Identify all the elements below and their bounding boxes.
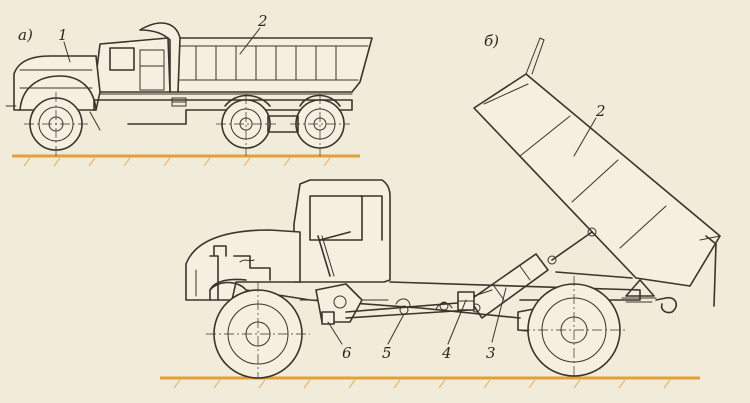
callout-1-a: 1 bbox=[58, 26, 68, 44]
leader-4-b bbox=[447, 299, 467, 345]
view-a-label: а) bbox=[18, 26, 33, 44]
leader-6-b bbox=[327, 321, 343, 345]
dump-body-raised bbox=[473, 37, 721, 314]
power-take-off bbox=[315, 283, 363, 325]
cardan-shaft bbox=[345, 298, 471, 319]
cab-b bbox=[293, 179, 391, 283]
front-wheel-b bbox=[206, 282, 310, 379]
leader-2-a bbox=[239, 27, 261, 55]
callout-5-b: 5 bbox=[382, 344, 392, 362]
leader-5-b bbox=[387, 313, 405, 345]
callout-3-b: 3 bbox=[486, 344, 496, 362]
lift-linkage bbox=[547, 227, 633, 279]
front-wheel-a bbox=[24, 92, 88, 156]
ground-hatch-b bbox=[173, 379, 671, 389]
leader-2-b bbox=[573, 117, 597, 157]
ground-hatch-a bbox=[23, 157, 331, 167]
callout-2-a: 2 bbox=[257, 12, 268, 30]
hood-engine-b bbox=[185, 229, 301, 301]
bogie-a bbox=[267, 115, 299, 133]
leader-1-a bbox=[63, 41, 71, 63]
view-b-label: б) bbox=[484, 32, 499, 50]
view-b-dump-truck: б) 2 3 4 5 6 bbox=[160, 32, 721, 389]
callout-2-b: 2 bbox=[595, 102, 606, 120]
rear-wheel-a-2 bbox=[290, 94, 350, 156]
view-a-dump-truck: а) 1 2 bbox=[5, 12, 373, 167]
frame-a bbox=[89, 93, 353, 131]
cab-a bbox=[93, 37, 171, 93]
leader-3-b bbox=[491, 287, 507, 343]
callout-4-b: 4 bbox=[441, 344, 452, 362]
rear-wheel-b bbox=[520, 276, 628, 378]
hood-a bbox=[5, 55, 101, 111]
rear-wheel-a-1 bbox=[216, 94, 276, 156]
dump-body-a bbox=[139, 22, 373, 93]
callout-6-b: 6 bbox=[342, 344, 352, 362]
front-fender-b bbox=[209, 278, 247, 291]
